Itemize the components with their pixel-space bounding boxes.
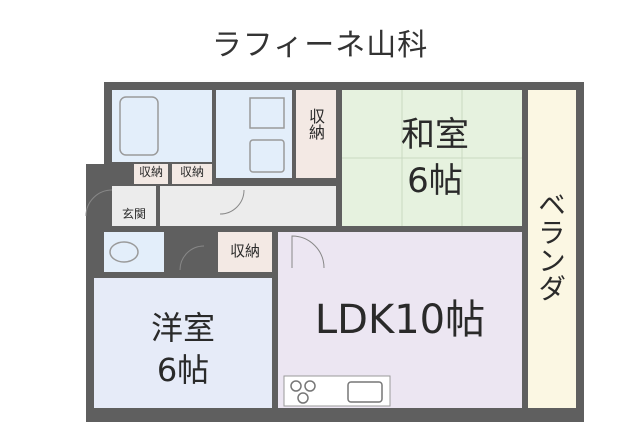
exterior-notch-2 bbox=[0, 180, 86, 240]
bathroom bbox=[112, 90, 212, 162]
storage-2-label: 収納 bbox=[138, 165, 163, 179]
storage-4-area bbox=[218, 232, 272, 272]
bathtub bbox=[119, 96, 159, 156]
washitsu-name: 和室 bbox=[401, 115, 469, 155]
entrance-area bbox=[112, 186, 156, 226]
kitchen-counter bbox=[283, 375, 391, 407]
youshitsu-size: 6帖 bbox=[156, 351, 210, 389]
youshitsu-name: 洋室 bbox=[150, 309, 215, 347]
storage-3-label: 収納 bbox=[179, 165, 204, 179]
balcony-label: ベランダ bbox=[534, 190, 567, 302]
washitsu-size: 6帖 bbox=[407, 161, 463, 201]
property-title: ラフィーネ山科 bbox=[211, 28, 429, 63]
storage-3-area bbox=[172, 164, 212, 184]
balcony-area bbox=[528, 90, 576, 408]
entrance-label: 玄関 bbox=[121, 207, 146, 221]
washroom bbox=[216, 90, 292, 178]
washing-machine bbox=[249, 97, 285, 129]
ldk-label: LDK10帖 bbox=[314, 297, 486, 343]
toilet bbox=[104, 232, 164, 272]
storage-1-label: 収納 bbox=[306, 108, 325, 140]
storage-1-area bbox=[296, 90, 336, 178]
sink bbox=[249, 139, 285, 173]
storage-2-area bbox=[134, 164, 168, 184]
exterior-notch bbox=[0, 82, 104, 164]
corridor bbox=[160, 186, 336, 226]
youshitsu-area bbox=[94, 278, 272, 408]
storage-4-label: 収納 bbox=[229, 242, 260, 260]
